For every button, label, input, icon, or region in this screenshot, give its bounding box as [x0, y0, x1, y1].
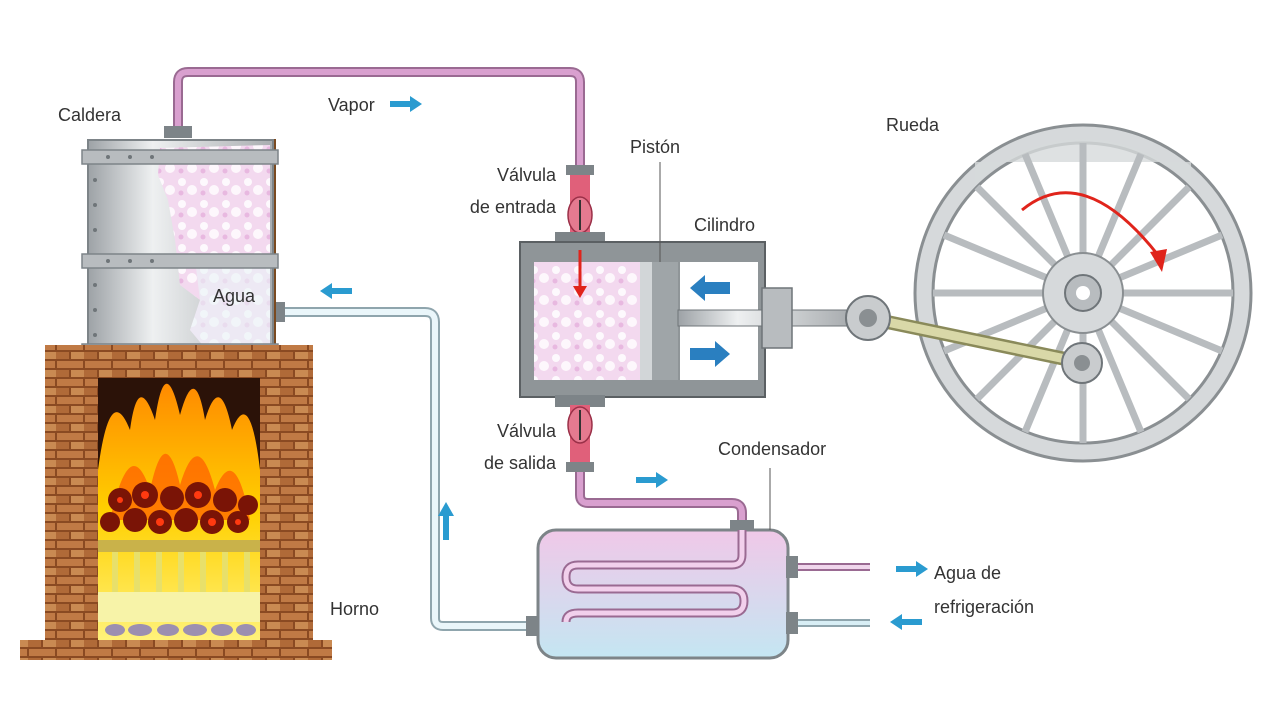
exhaust-pipe — [575, 472, 754, 530]
leader-lines — [659, 162, 771, 530]
label-horno: Horno — [330, 599, 380, 619]
outlet-valve — [555, 395, 605, 472]
inlet-valve — [555, 165, 605, 244]
label-valvula-salida-1: Válvula — [496, 421, 556, 441]
vapor-flow-arrow — [390, 96, 422, 112]
label-vapor: Vapor — [328, 95, 375, 115]
label-valvula-entrada-2: de entrada — [469, 197, 556, 217]
rotation-arrow — [1021, 191, 1167, 272]
flywheel — [913, 123, 1253, 463]
flow-arrows — [320, 96, 928, 630]
upflow-arrow — [438, 502, 454, 540]
cylinder — [519, 241, 849, 398]
furnace — [20, 345, 332, 660]
agua-return-arrow — [320, 283, 352, 299]
label-caldera: Caldera — [58, 105, 122, 125]
label-valvula-salida-2: de salida — [483, 453, 556, 473]
boiler — [81, 139, 279, 373]
label-agua-refrigeracion-1: Agua de — [934, 563, 1002, 583]
exhaust-flow-arrow — [636, 472, 668, 488]
coolant-out-arrow — [896, 561, 928, 577]
coolant-in-arrow — [890, 614, 922, 630]
piston-arrow-right — [690, 341, 730, 367]
label-condensador: Condensador — [718, 439, 827, 459]
label-agua-refrigeracion-2: refrigeración — [934, 597, 1035, 617]
steam-pipe — [164, 67, 585, 165]
piston-arrow-left — [690, 275, 730, 301]
label-rueda: Rueda — [886, 115, 940, 135]
connecting-rod — [845, 295, 1103, 384]
condenser — [536, 528, 870, 660]
label-piston: Pistón — [630, 137, 681, 157]
label-cilindro: Cilindro — [694, 215, 756, 235]
label-valvula-entrada-1: Válvula — [496, 165, 556, 185]
label-agua: Agua — [213, 286, 256, 306]
